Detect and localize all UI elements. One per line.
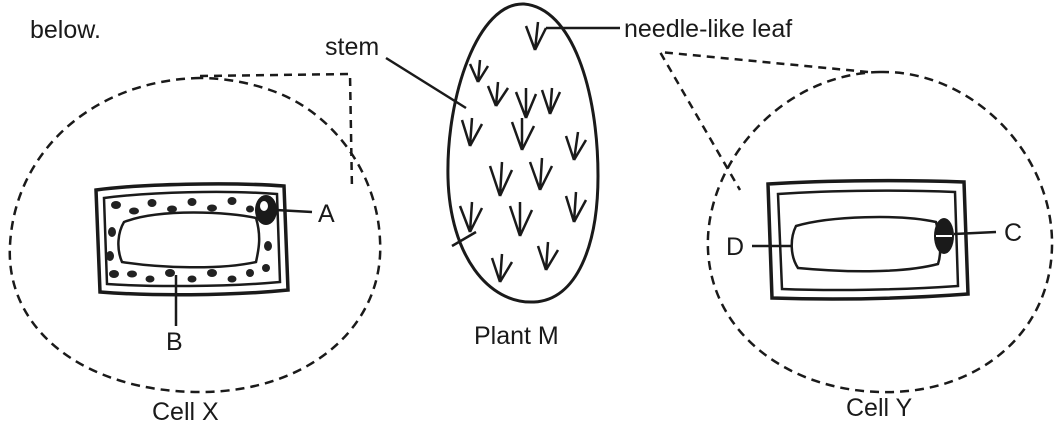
cell-x-nucleolus: [260, 201, 268, 211]
cell-y-caption: Cell Y: [846, 394, 913, 422]
label-b: B: [166, 328, 183, 356]
cell-y-zoom-line: [660, 52, 868, 190]
needle-leaf-label: needle-like leaf: [624, 15, 792, 43]
plant-m-caption: Plant M: [474, 322, 559, 350]
cell-x-vacuole: [118, 213, 259, 268]
cell-y-vacuole: [792, 217, 940, 271]
label-c: C: [1004, 219, 1022, 247]
cell-x-view: A B Cell X: [10, 74, 380, 426]
stem-label: stem: [325, 33, 379, 61]
plant-m-leaves: [452, 22, 586, 282]
cell-x-magnify-circle: [10, 78, 380, 392]
cell-x-caption: Cell X: [152, 398, 219, 426]
stem-pointer: [386, 58, 466, 108]
header-fragment: below.: [30, 16, 101, 44]
label-a-pointer: [276, 210, 312, 212]
cell-x-chloroplasts: [106, 197, 272, 283]
label-d: D: [726, 233, 744, 261]
label-c-pointer: [954, 232, 996, 234]
cell-y-cell-membrane: [778, 191, 958, 290]
cell-y-magnify-circle: [708, 72, 1052, 392]
label-a: A: [318, 200, 335, 228]
cell-y-view: C D Cell Y: [660, 52, 1052, 422]
